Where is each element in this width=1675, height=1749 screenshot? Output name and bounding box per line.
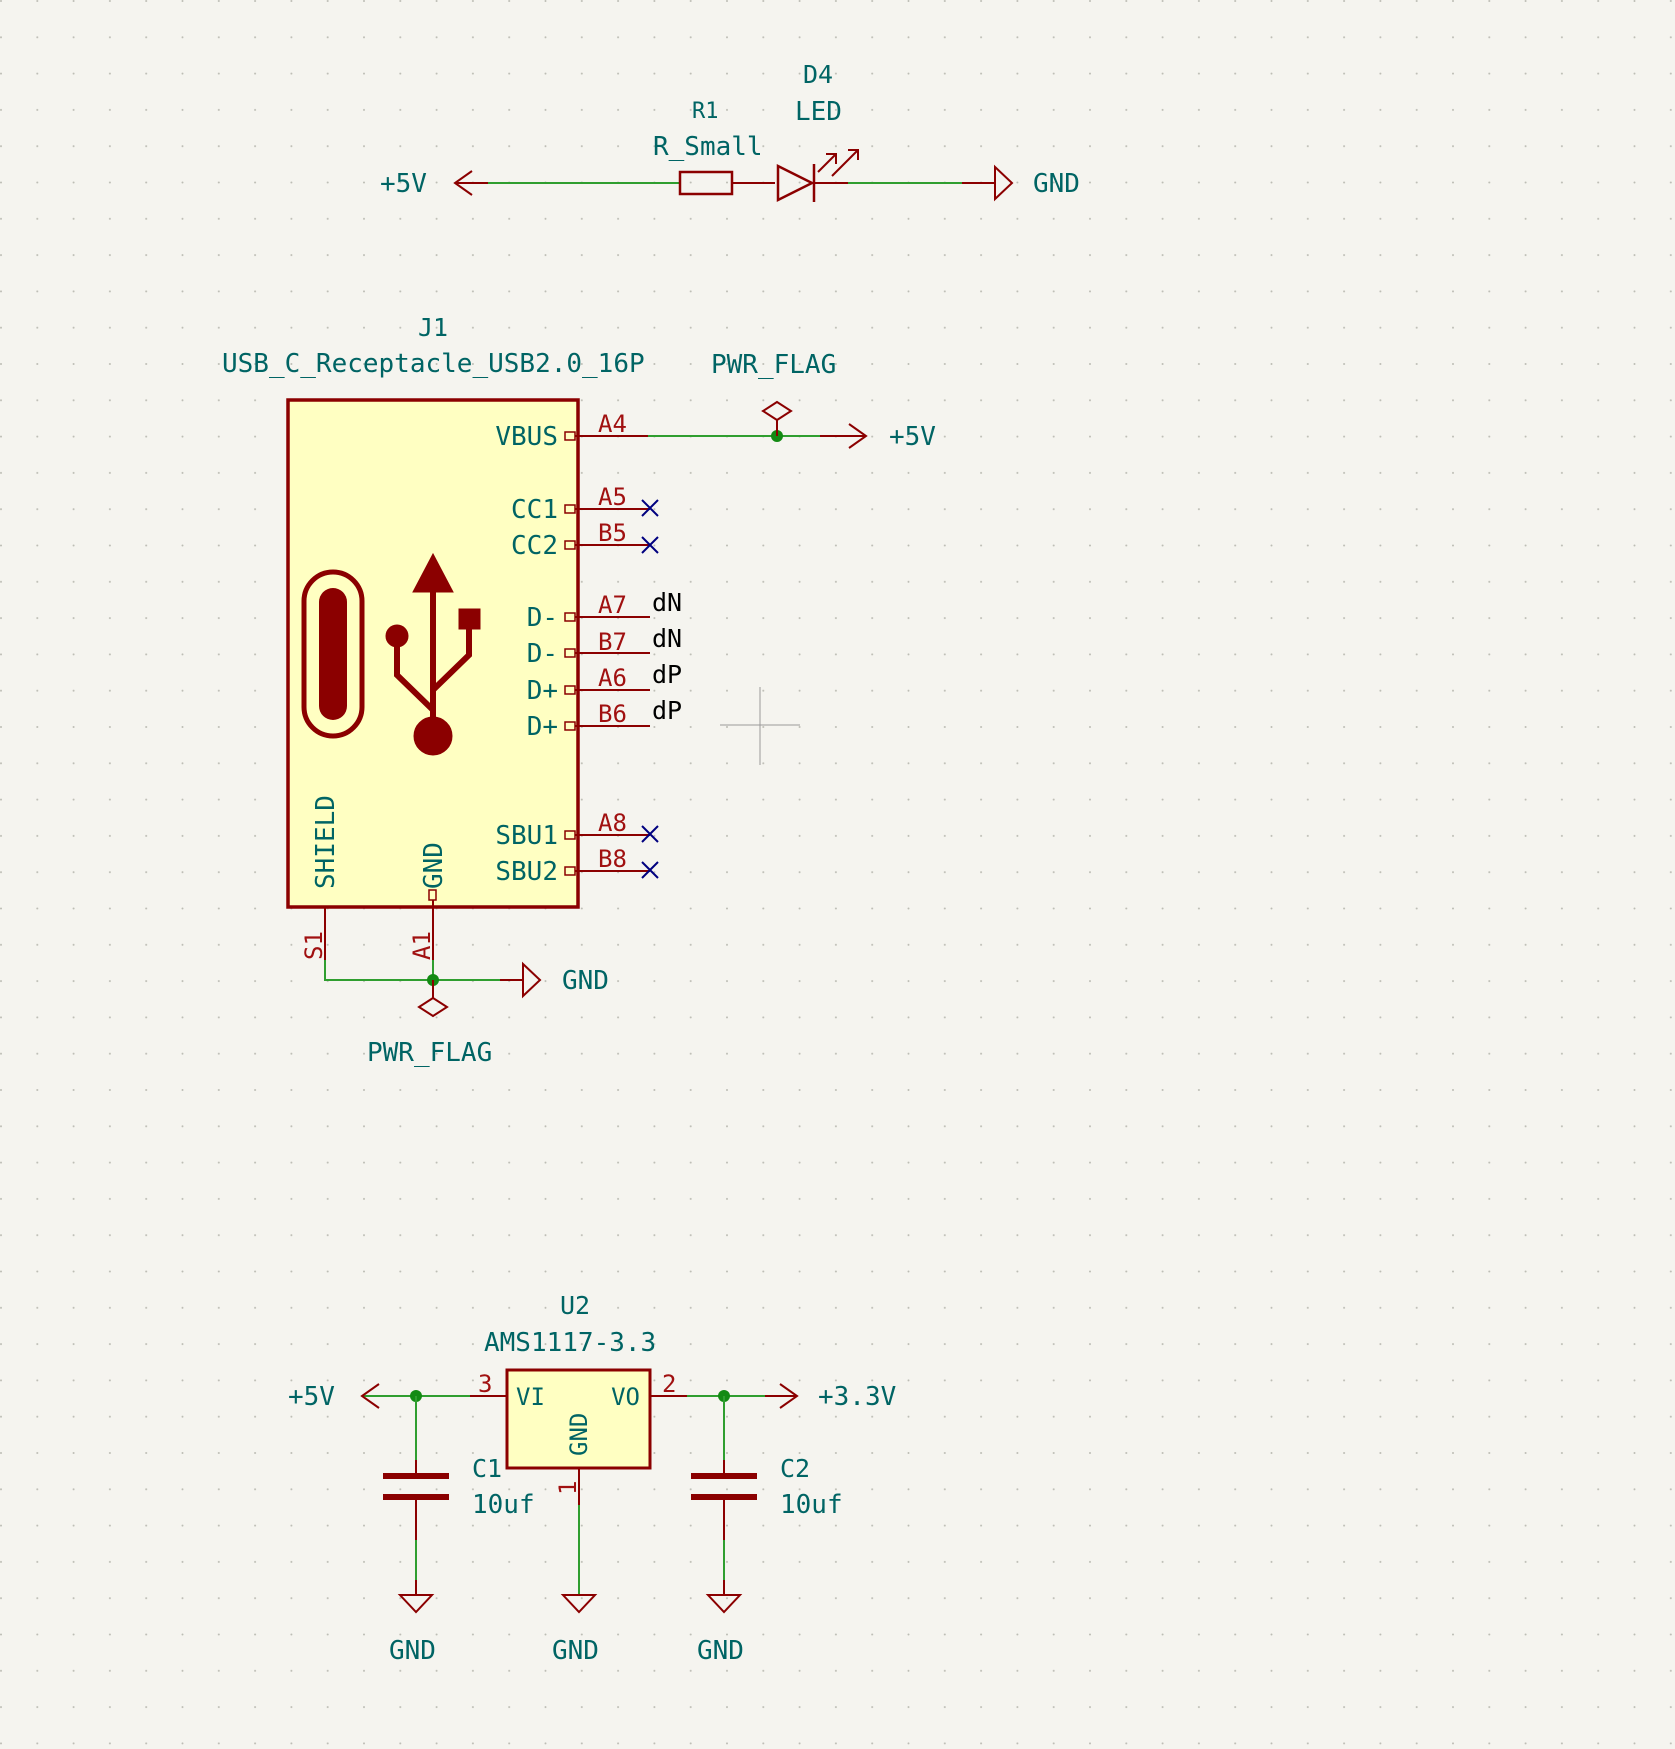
pin-name-vo: VO	[611, 1383, 640, 1411]
net-label-gnd-c2: GND	[697, 1636, 744, 1666]
pin-name-gnd-u2: GND	[565, 1413, 593, 1456]
pin-num-a8: A8	[598, 809, 627, 837]
usb-trident-icon	[385, 552, 481, 756]
value-c2: 10uf	[780, 1490, 843, 1520]
pin-name-cc1: CC1	[511, 495, 558, 525]
net-label-dn-a7[interactable]: dN	[652, 588, 682, 617]
gnd-symbol-usb[interactable]	[522, 961, 542, 999]
pin-name-sbu2: SBU2	[495, 857, 558, 887]
led-circuit: +5V R1 R_Small D4 LED GND	[380, 60, 1080, 203]
pin-num-a4: A4	[598, 410, 627, 438]
net-label-5v-usb: +5V	[889, 422, 936, 452]
gnd-symbol-c1[interactable]	[397, 1594, 435, 1614]
pwr-flag-bottom[interactable]	[417, 996, 449, 1018]
pin-num-b8: B8	[598, 845, 627, 873]
pin-name-vi: VI	[516, 1383, 545, 1411]
capacitor-c1[interactable]	[383, 1460, 449, 1540]
gnd-symbol-c2[interactable]	[705, 1594, 743, 1614]
pin-name-cc2: CC2	[511, 531, 558, 561]
net-label-3v3: +3.3V	[818, 1382, 896, 1412]
pin-num-b5: B5	[598, 519, 627, 547]
net-label-gnd-c1: GND	[389, 1636, 436, 1666]
pin-name-shield: SHIELD	[311, 795, 341, 889]
pin-name-gnd-usb: GND	[419, 842, 449, 889]
regulator-body[interactable]	[505, 1368, 652, 1470]
net-label-gnd-led: GND	[1033, 169, 1080, 199]
pwr-flag-label-bottom: PWR_FLAG	[367, 1038, 492, 1068]
pin-name-dplus-a6: D+	[527, 676, 558, 706]
resistor-r1[interactable]	[678, 170, 734, 196]
gnd-symbol-led[interactable]	[994, 164, 1014, 202]
ref-c2: C2	[780, 1454, 810, 1483]
pin-name-dminus-a7: D-	[527, 603, 558, 633]
pin-name-vbus: VBUS	[495, 422, 558, 452]
value-r1: R_Small	[653, 132, 763, 162]
power-arrow-5v-reg[interactable]	[360, 1383, 380, 1409]
ref-d4: D4	[803, 60, 833, 89]
usb-c-connector-j1: J1 USB_C_Receptacle_USB2.0_16P VBUS CC1 …	[222, 313, 936, 1068]
ref-u2: U2	[560, 1291, 590, 1320]
pin-num-3: 3	[478, 1370, 492, 1398]
ref-c1: C1	[472, 1454, 502, 1483]
no-connect-markers	[641, 499, 659, 879]
pin-num-b6: B6	[598, 700, 627, 728]
net-label-dn-b7[interactable]: dN	[652, 624, 682, 653]
power-arrow-5v-usb[interactable]	[848, 423, 868, 449]
pin-name-dminus-b7: D-	[527, 639, 558, 669]
net-label-dp-a6[interactable]: dP	[652, 660, 682, 689]
pin-num-a6: A6	[598, 664, 627, 692]
pin-num-1: 1	[554, 1481, 582, 1495]
pin-name-sbu1: SBU1	[495, 821, 558, 851]
net-label-gnd-usb: GND	[562, 966, 609, 996]
pin-name-dplus-b6: D+	[527, 712, 558, 742]
pin-num-s1: S1	[300, 931, 328, 960]
regulator-circuit: U2 AMS1117-3.3 VI VO GND 3 2 1 +5V C1 10…	[288, 1291, 896, 1666]
usb-c-receptacle-icon	[301, 569, 365, 739]
power-arrow-3v3[interactable]	[779, 1383, 799, 1409]
gnd-symbol-u2[interactable]	[560, 1594, 598, 1614]
ref-j1: J1	[418, 313, 448, 342]
net-label-5v-reg: +5V	[288, 1382, 335, 1412]
ref-r1: R1	[692, 99, 719, 124]
value-j1: USB_C_Receptacle_USB2.0_16P	[222, 349, 645, 379]
pin-num-a7: A7	[598, 591, 627, 619]
net-label-5v: +5V	[380, 169, 427, 199]
pin-num-2: 2	[662, 1370, 676, 1398]
net-label-gnd-u2: GND	[552, 1636, 599, 1666]
pin-num-a5: A5	[598, 483, 627, 511]
crosshair-cursor-icon	[720, 687, 800, 765]
value-c1: 10uf	[472, 1490, 535, 1520]
pin-num-a1: A1	[408, 931, 436, 960]
capacitor-c2[interactable]	[691, 1460, 757, 1540]
led-d4[interactable]	[776, 149, 859, 203]
value-u2: AMS1117-3.3	[484, 1328, 656, 1358]
value-d4: LED	[795, 97, 842, 127]
usb-pin-lines	[564, 431, 650, 876]
pwr-flag-top[interactable]	[761, 400, 793, 422]
pwr-flag-label-top: PWR_FLAG	[711, 350, 836, 380]
net-label-dp-b6[interactable]: dP	[652, 696, 682, 725]
pin-num-b7: B7	[598, 628, 627, 656]
